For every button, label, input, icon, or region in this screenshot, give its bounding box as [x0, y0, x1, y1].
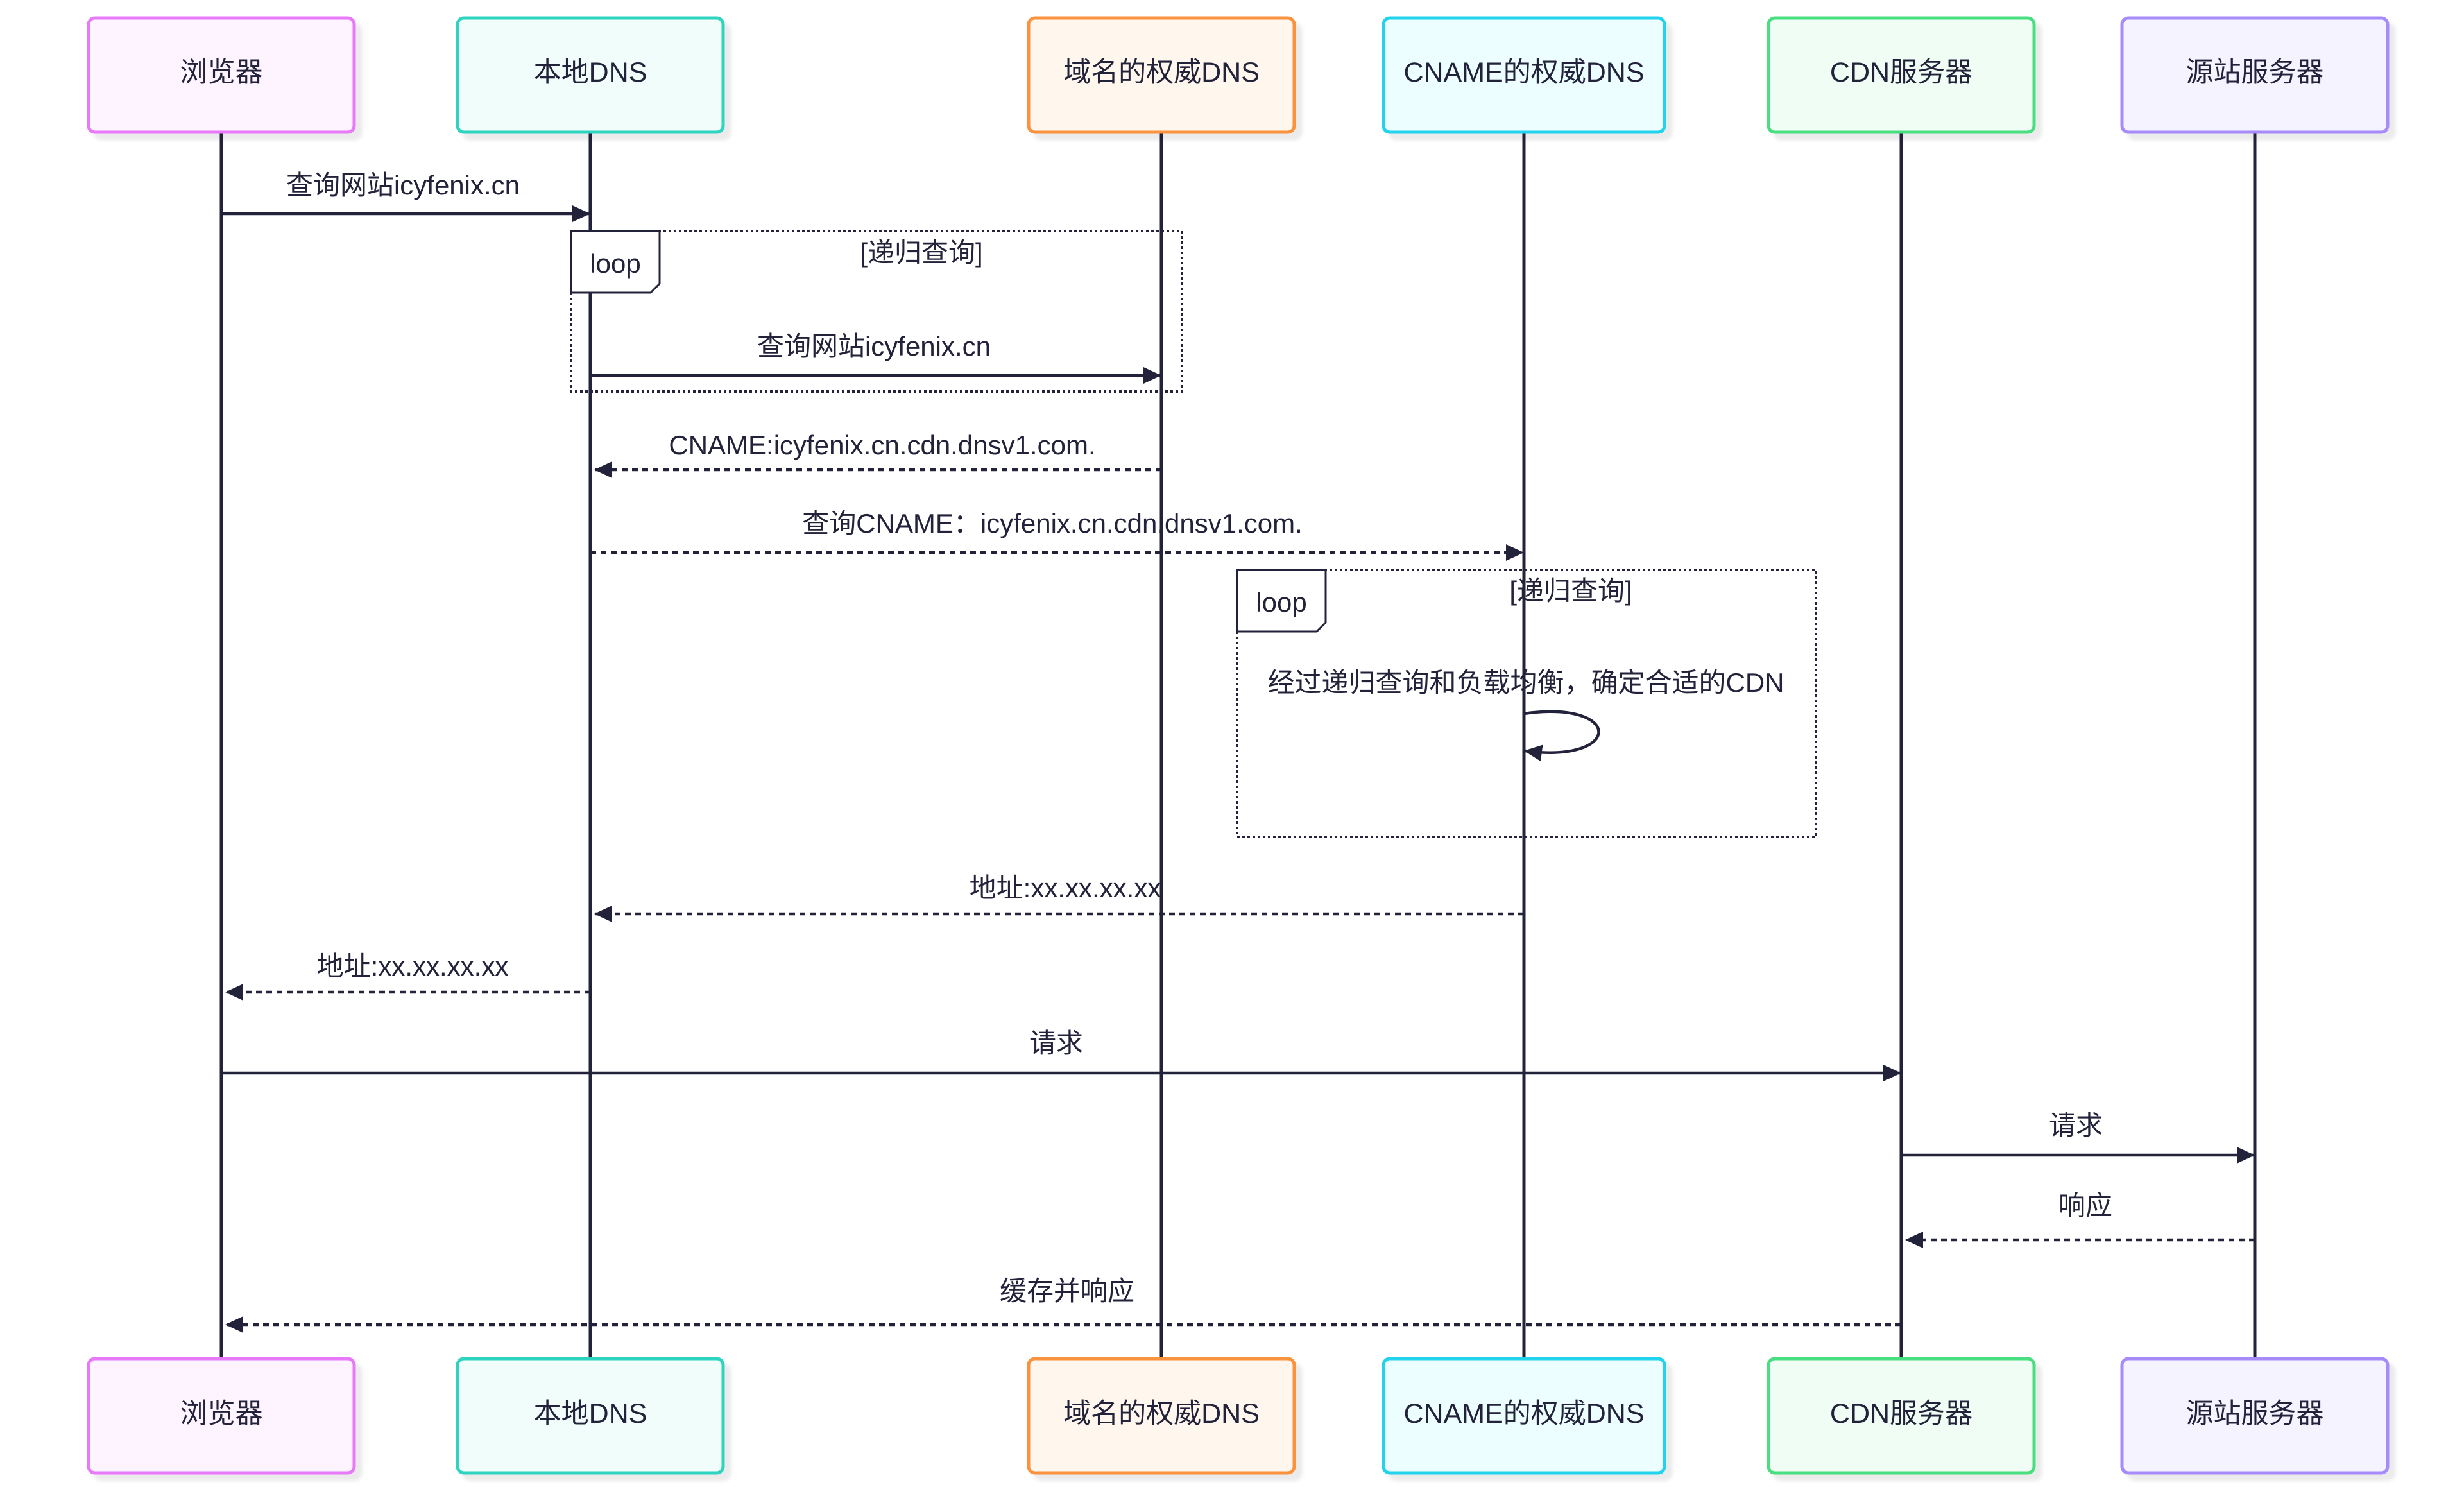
actor-browser: 浏览器 — [87, 1357, 356, 1475]
message-response-origin: 响应 — [1905, 1190, 2255, 1248]
message-label: 地址:xx.xx.xx.xx — [317, 951, 509, 981]
message-request-origin: 请求 — [1901, 1110, 2255, 1164]
message-label: 请求 — [2049, 1110, 2103, 1140]
actor-local-dns: 本地DNS — [456, 16, 725, 134]
actor-local-dns: 本地DNS — [456, 1357, 725, 1475]
svg-text:域名的权威DNS: 域名的权威DNS — [1063, 57, 1260, 88]
svg-text:域名的权威DNS: 域名的权威DNS — [1063, 1398, 1260, 1429]
loop-condition: [递归查询] — [1509, 576, 1632, 606]
message-self-load-balance: 经过递归查询和负载均衡，确定合适的CDN — [1268, 667, 1784, 762]
actor-auth-dns: 域名的权威DNS — [1027, 16, 1296, 134]
message-address-reply-cname: 地址:xx.xx.xx.xx — [594, 873, 1524, 922]
loop-frame-recursive-1: loop [递归查询] — [570, 230, 1183, 393]
message-label: 查询网站icyfenix.cn — [286, 170, 520, 200]
message-label: 经过递归查询和负载均衡，确定合适的CDN — [1268, 667, 1784, 698]
actor-browser: 浏览器 — [87, 16, 356, 134]
actors-bottom: 浏览器 本地DNS 域名的权威DNS CNAME的权威DNS CDN服务器 源站… — [87, 1357, 2390, 1475]
actor-origin-server: 源站服务器 — [2120, 1357, 2390, 1475]
svg-text:本地DNS: 本地DNS — [534, 1398, 647, 1429]
svg-text:浏览器: 浏览器 — [180, 57, 263, 88]
svg-text:CDN服务器: CDN服务器 — [1830, 1398, 1972, 1429]
message-label: 查询CNAME：icyfenix.cn.cdn.dnsv1.com. — [802, 508, 1303, 538]
actors-top: 浏览器 本地DNS 域名的权威DNS CNAME的权威DNS CDN服务器 源站… — [87, 16, 2390, 134]
message-query-site: 查询网站icyfenix.cn — [221, 170, 590, 222]
messages: 查询网站icyfenix.cn 查询网站icyfenix.cn CNAME:ic… — [221, 170, 2255, 1333]
svg-text:本地DNS: 本地DNS — [534, 57, 647, 88]
svg-text:CNAME的权威DNS: CNAME的权威DNS — [1403, 57, 1644, 88]
loop-frame-recursive-2: loop [递归查询] — [1236, 569, 1817, 838]
message-label: 缓存并响应 — [1000, 1276, 1134, 1306]
message-label: CNAME:icyfenix.cn.cdn.dnsv1.com. — [669, 430, 1095, 460]
loop-keyword: loop — [1256, 587, 1306, 617]
svg-text:源站服务器: 源站服务器 — [2186, 1398, 2324, 1429]
svg-text:CDN服务器: CDN服务器 — [1830, 57, 1972, 88]
lifelines — [219, 132, 2257, 1359]
actor-cdn-server: CDN服务器 — [1767, 16, 2036, 134]
message-cname-reply: CNAME:icyfenix.cn.cdn.dnsv1.com. — [594, 430, 1161, 478]
message-label: 地址:xx.xx.xx.xx — [970, 873, 1161, 903]
message-label: 响应 — [2058, 1190, 2112, 1221]
actor-cname-dns: CNAME的权威DNS — [1382, 1357, 1666, 1475]
actor-origin-server: 源站服务器 — [2120, 16, 2390, 134]
message-label: 查询网站icyfenix.cn — [757, 331, 991, 361]
loop-keyword: loop — [590, 248, 640, 279]
message-query-cname: 查询CNAME：icyfenix.cn.cdn.dnsv1.com. — [590, 508, 1524, 561]
message-cache-respond: 缓存并响应 — [225, 1276, 1901, 1333]
message-label: 请求 — [1029, 1028, 1083, 1058]
loop-condition: [递归查询] — [860, 237, 982, 268]
actor-auth-dns: 域名的权威DNS — [1027, 1357, 1296, 1475]
actor-cdn-server: CDN服务器 — [1767, 1357, 2036, 1475]
message-request-cdn: 请求 — [221, 1028, 1901, 1081]
actor-cname-dns: CNAME的权威DNS — [1382, 16, 1666, 134]
svg-text:浏览器: 浏览器 — [180, 1398, 263, 1429]
svg-text:CNAME的权威DNS: CNAME的权威DNS — [1403, 1398, 1644, 1429]
message-address-reply-local: 地址:xx.xx.xx.xx — [225, 951, 590, 1001]
svg-text:源站服务器: 源站服务器 — [2186, 57, 2324, 88]
message-recursive-query-site: 查询网站icyfenix.cn — [590, 331, 1161, 384]
